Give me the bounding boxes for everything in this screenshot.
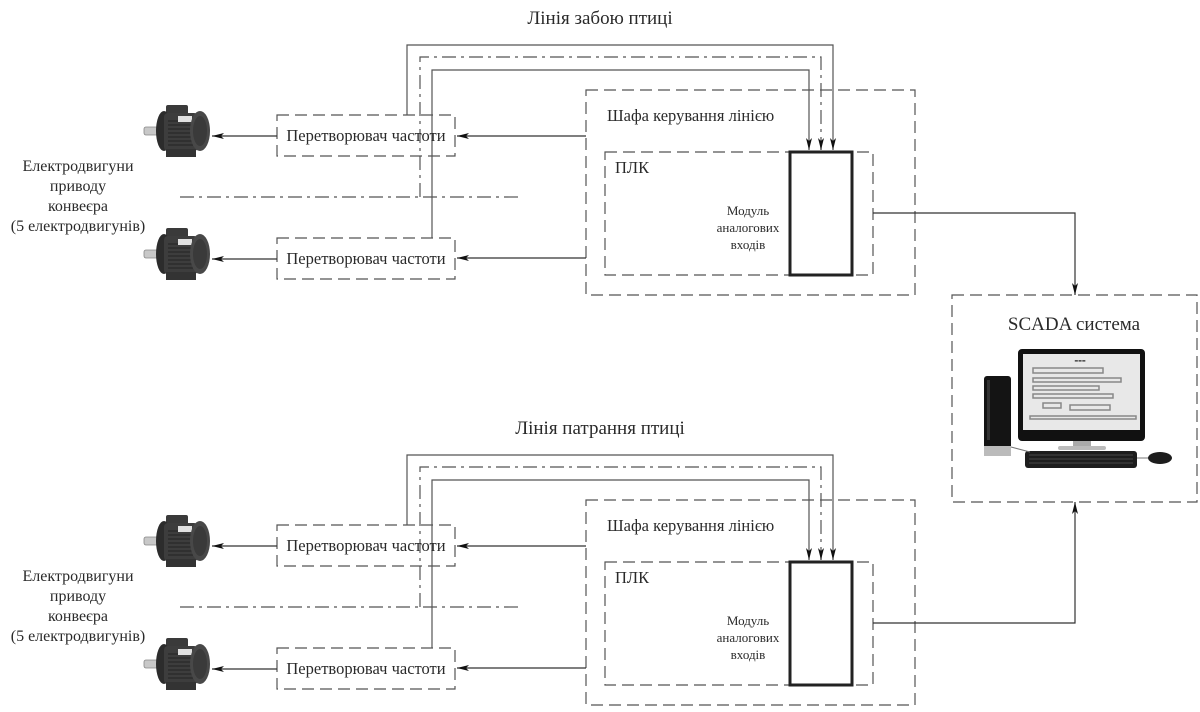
module-label-line: входів xyxy=(731,237,766,252)
motors-label-line: (5 електродвигунів) xyxy=(11,628,146,645)
motors-label-line: конвеєра xyxy=(48,608,108,625)
motors-label-line: приводу xyxy=(50,588,106,605)
electric-motor-icon xyxy=(143,227,211,281)
scada-system: SCADA система ▬▬▬ xyxy=(951,294,1198,503)
motors-label-line: (5 електродвигунів) xyxy=(11,218,146,235)
feedback-wire-dashdot xyxy=(419,56,822,197)
analog-input-module xyxy=(788,150,854,277)
motors-label-line: Електродвигуни xyxy=(22,568,134,585)
desktop-computer-icon: ▬▬▬ xyxy=(984,349,1172,468)
feedback-wire-dashdot xyxy=(419,466,822,607)
plc-to-scada-wire-bottom xyxy=(873,502,1078,624)
feedback-wire-inner xyxy=(431,69,812,238)
frequency-converter-label: Перетворювач частоти xyxy=(286,126,445,145)
feedback-wire-inner xyxy=(431,479,812,648)
module-label-line: аналогових xyxy=(717,630,780,645)
scada-label: SCADA система xyxy=(1008,314,1141,335)
plc-label: ПЛК xyxy=(615,568,650,587)
motors-label-line: конвеєра xyxy=(48,198,108,215)
scada-box xyxy=(951,294,1198,503)
motors-label-line: приводу xyxy=(50,178,106,195)
feedback-wire-outer xyxy=(406,454,836,560)
motors-label-line: Електродвигуни xyxy=(22,158,134,175)
section-title: Лінія патрання птиці xyxy=(515,418,685,439)
frequency-converter-label: Перетворювач частоти xyxy=(286,249,445,268)
module-label-line: входів xyxy=(731,647,766,662)
control-cabinet-box xyxy=(585,499,916,706)
section-title: Лінія забою птиці xyxy=(527,8,672,29)
electric-motor-icon xyxy=(143,104,211,158)
feedback-wire-outer xyxy=(406,44,836,150)
cabinet-label: Шафа керування лінією xyxy=(607,516,774,535)
frequency-converter-label: Перетворювач частоти xyxy=(286,659,445,678)
plc-label: ПЛК xyxy=(615,158,650,177)
cabinet-label: Шафа керування лінією xyxy=(607,106,774,125)
electric-motor-icon xyxy=(143,637,211,691)
frequency-converter-label: Перетворювач частоти xyxy=(286,536,445,555)
module-label-line: Модуль xyxy=(727,613,769,628)
module-label-line: Модуль xyxy=(727,203,769,218)
control-cabinet-box xyxy=(585,89,916,296)
svg-text:▬▬▬: ▬▬▬ xyxy=(1074,358,1086,363)
plc-to-scada-wire-top xyxy=(873,212,1078,295)
module-label-line: аналогових xyxy=(717,220,780,235)
electric-motor-icon xyxy=(143,514,211,568)
analog-input-module xyxy=(788,560,854,687)
